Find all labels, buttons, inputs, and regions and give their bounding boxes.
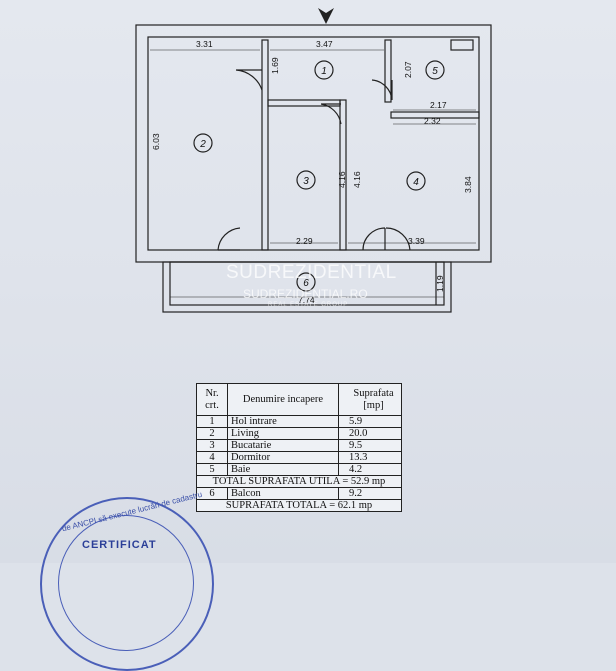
watermark-tagline: REAL ESTATE GROUP (268, 302, 349, 308)
table-row: 6 Balcon 9.2 (196, 487, 402, 500)
room-circle (406, 171, 426, 191)
table-row: 5 Baie 4.2 (196, 463, 402, 476)
dim-top-mid: 3.47 (316, 39, 333, 49)
row-name: Living (227, 427, 339, 440)
table-row: 3 Bucatarie 9.5 (196, 439, 402, 452)
room-circle (296, 272, 316, 292)
watermark-brand: SUDREZIDENTIAL (226, 262, 397, 283)
row-area: 5.9 (338, 415, 402, 428)
row-nr: 3 (196, 439, 228, 452)
door-kitchen (320, 103, 342, 125)
row-area: 20.0 (338, 427, 402, 440)
row-name: Balcon (227, 487, 339, 500)
room-circle (296, 170, 316, 190)
row-area: 13.3 (338, 451, 402, 464)
row-area: 4.2 (338, 463, 402, 476)
dim-bath-bottom: 2.32 (424, 116, 441, 126)
dim-bath-height: 2.07 (403, 61, 413, 78)
total: SUPRAFATA TOTALA = 62.1 mp (196, 499, 402, 512)
door-bath (371, 79, 393, 101)
header-nr: Nr. crt. (196, 383, 228, 416)
dim-balcony-depth: 1.19 (435, 275, 445, 292)
total-util-row: TOTAL SUPRAFATA UTILA = 52.9 mp (196, 475, 402, 488)
table-row: 2 Living 20.0 (196, 427, 402, 440)
wall-bath-bottom (390, 111, 480, 119)
door-balcony-kitchen (362, 227, 386, 251)
dim-bath-top: 2.17 (430, 100, 447, 110)
row-area: 9.5 (338, 439, 402, 452)
dim-kitchen-right: 4.16 (352, 171, 362, 188)
table-header: Nr. crt. Denumire incapere Suprafata [mp… (196, 383, 402, 416)
dim-top-left: 3.31 (196, 39, 213, 49)
outer-wall-inner (147, 36, 480, 251)
row-nr: 5 (196, 463, 228, 476)
outer-wall (135, 24, 492, 263)
entrance-arrow-icon (318, 8, 334, 24)
room-circle (314, 60, 334, 80)
total-row: SUPRAFATA TOTALA = 62.1 mp (196, 499, 402, 512)
stamp-word: CERTIFICAT (82, 539, 157, 551)
room-number-2: 2 (199, 139, 206, 150)
wall-hall-bottom (267, 99, 341, 107)
dim-bedroom-width: 3.39 (408, 236, 425, 246)
area-table: Nr. crt. Denumire incapere Suprafata [mp… (196, 383, 402, 512)
bath-fixture (450, 39, 474, 51)
row-name: Dormitor (227, 451, 339, 464)
row-nr: 2 (196, 427, 228, 440)
dim-kitchen-width: 2.29 (296, 236, 313, 246)
dim-living-height: 6.03 (151, 133, 161, 150)
header-area: Suprafata [mp] (338, 383, 402, 416)
header-name: Denumire incapere (227, 383, 339, 416)
row-area: 9.2 (338, 487, 402, 500)
room-circle (425, 60, 445, 80)
row-name: Bucatarie (227, 439, 339, 452)
stamp-inner-ring (58, 515, 194, 651)
room-number-1: 1 (321, 66, 327, 77)
room-circle (193, 133, 213, 153)
floor-plan: 3.31 3.47 1.69 6.03 2.07 2.17 2.32 4.16 … (135, 8, 492, 313)
row-nr: 4 (196, 451, 228, 464)
balcony-inner (169, 261, 445, 306)
door-hall (235, 69, 263, 91)
row-name: Hol intrare (227, 415, 339, 428)
certificate-stamp: de ANCPI să execute lucrări de cadastru … (40, 490, 214, 671)
dim-hall-height: 1.69 (270, 57, 280, 74)
room-number-6: 6 (303, 278, 309, 289)
watermark-url: SUDREZIDENTIAL.RO (243, 287, 368, 301)
dim-kitchen-left: 4.16 (337, 171, 347, 188)
dim-total-width: 7.74 (298, 295, 315, 305)
total-util: TOTAL SUPRAFATA UTILA = 52.9 mp (196, 475, 402, 488)
dim-bedroom-height: 3.84 (463, 176, 473, 193)
door-balcony-living (217, 227, 241, 251)
wall-kitchen-bedroom (339, 99, 347, 251)
row-name: Baie (227, 463, 339, 476)
row-nr: 1 (196, 415, 228, 428)
room-number-4: 4 (413, 177, 419, 188)
wall-bath-left (384, 39, 392, 103)
wall-living-kitchen (261, 39, 269, 251)
table-row: 1 Hol intrare 5.9 (196, 415, 402, 428)
table-row: 4 Dormitor 13.3 (196, 451, 402, 464)
door-balcony-bedroom (385, 227, 411, 251)
room-number-5: 5 (432, 66, 438, 77)
room-number-3: 3 (303, 176, 309, 187)
